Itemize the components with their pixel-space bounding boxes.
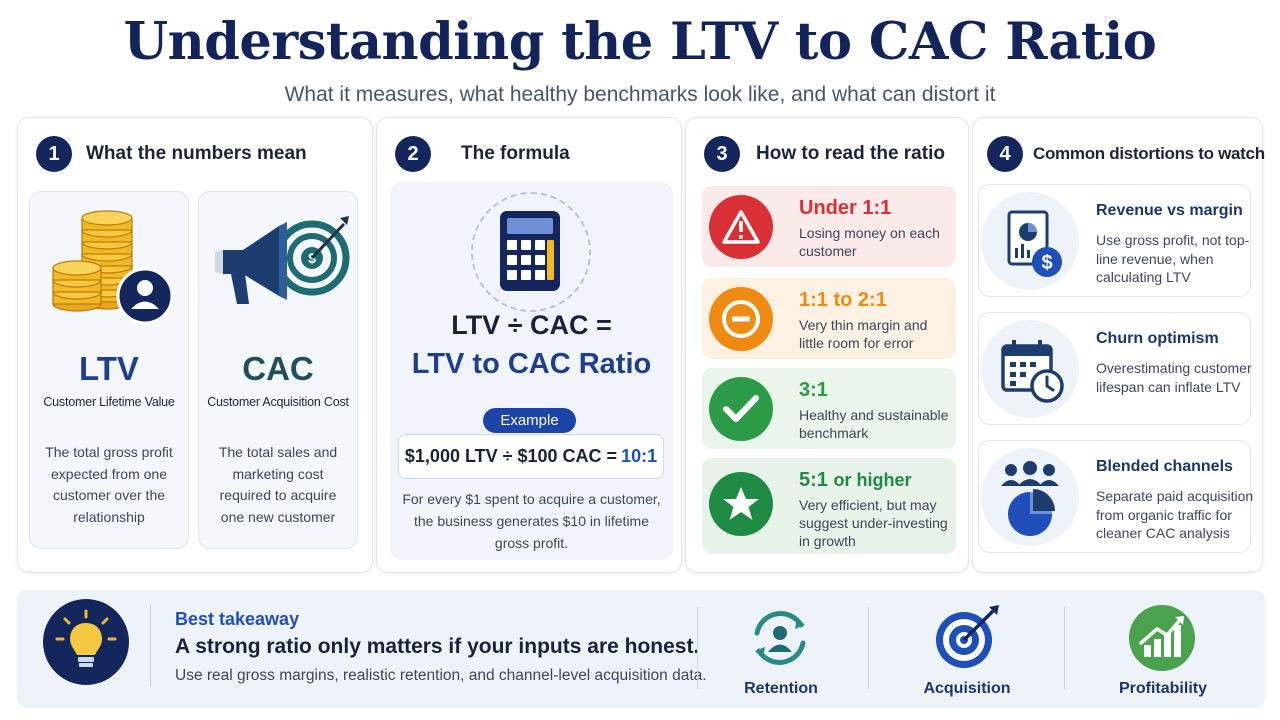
ratio-suffix: or higher bbox=[833, 470, 912, 490]
step-number-badge: 3 bbox=[704, 136, 740, 172]
step-number-badge: 2 bbox=[395, 136, 431, 172]
takeaway-headline: A strong ratio only matters if your inpu… bbox=[175, 635, 700, 658]
report-dollar-icon: $ bbox=[981, 192, 1079, 290]
cac-full-name: Customer Acquisition Cost bbox=[207, 395, 349, 409]
star-icon bbox=[709, 472, 773, 536]
lightbulb-icon bbox=[43, 599, 129, 685]
panel-header: 3 How to read the ratio bbox=[704, 136, 960, 172]
calendar-clock-icon bbox=[981, 320, 1079, 418]
cac-card: $ CAC Customer Acquisition Cost The tota… bbox=[198, 191, 358, 549]
ltv-card: LTV Customer Lifetime Value The total gr… bbox=[29, 191, 189, 549]
people-pie-chart-icon bbox=[981, 448, 1079, 546]
ltv-full-name: Customer Lifetime Value bbox=[43, 395, 175, 409]
ratio-description: Very thin margin and little room for err… bbox=[799, 317, 928, 351]
ratio-label: 3:1 bbox=[799, 379, 828, 401]
distortion-description: Overestimating customer lifespan can inf… bbox=[1096, 360, 1252, 395]
formula-description: For every $1 spent to acquire a customer… bbox=[402, 491, 661, 551]
formula-expression: LTV ÷ CAC = bbox=[451, 310, 612, 340]
formula-result: LTV to CAC Ratio bbox=[411, 348, 652, 380]
acquisition-target-icon bbox=[936, 605, 999, 668]
formula-box: LTV ÷ CAC = LTV to CAC Ratio Example $1,… bbox=[390, 182, 673, 560]
feature-acquisition: Acquisition bbox=[882, 600, 1052, 700]
feature-profitability: Profitability bbox=[1078, 600, 1248, 700]
panel-title: How to read the ratio bbox=[756, 143, 945, 164]
panel-header: 4 Common distortions to watch bbox=[987, 136, 1265, 172]
cac-description: The total sales and marketing cost requi… bbox=[218, 444, 338, 525]
warning-icon bbox=[709, 195, 773, 259]
ratio-description: Healthy and sustainable benchmark bbox=[799, 407, 949, 441]
ratio-card-1-to-2: 1:1 to 2:1 Very thin margin and little r… bbox=[702, 278, 956, 359]
ltv-term: LTV bbox=[79, 350, 139, 387]
ratio-label: Under 1:1 bbox=[799, 197, 892, 219]
svg-text:$: $ bbox=[1041, 252, 1052, 274]
megaphone-target-icon: $ bbox=[215, 216, 350, 304]
ratio-value: 5:1 bbox=[799, 469, 828, 491]
divider bbox=[1064, 607, 1065, 689]
step-number-badge: 1 bbox=[36, 136, 72, 172]
panel-read-ratio: 3 How to read the ratio Under 1:1 Losing… bbox=[685, 117, 969, 573]
growth-chart-icon bbox=[1129, 605, 1195, 671]
distortion-description: Separate paid acquisition from organic t… bbox=[1096, 488, 1254, 541]
distortion-title: Blended channels bbox=[1096, 458, 1233, 475]
panel-numbers: 1 What the numbers mean LTV Customer Lif… bbox=[17, 117, 373, 573]
divider bbox=[697, 607, 698, 689]
ratio-label: 5:1 or higher bbox=[799, 469, 911, 492]
distortion-card: $ Revenue vs margin Use gross profit, no… bbox=[978, 184, 1251, 297]
calculator-icon bbox=[500, 211, 560, 291]
panel-header: 1 What the numbers mean bbox=[36, 136, 364, 172]
feature-label: Acquisition bbox=[923, 680, 1011, 697]
minus-circle-icon bbox=[709, 287, 773, 351]
distortion-card: Churn optimism Overestimating customer l… bbox=[978, 312, 1252, 425]
takeaway-bar: Best takeaway A strong ratio only matter… bbox=[17, 590, 1265, 708]
takeaway-label: Best takeaway bbox=[175, 609, 300, 629]
retention-icon bbox=[754, 611, 806, 665]
ratio-description: Very efficient, but may suggest under-in… bbox=[799, 497, 948, 549]
example-calculation: $1,000 LTV ÷ $100 CAC = 10:1 bbox=[398, 434, 664, 479]
distortion-description: Use gross profit, not top-line revenue, … bbox=[1096, 232, 1250, 285]
ratio-card-5-plus: 5:1 or higher Very efficient, but may su… bbox=[702, 458, 956, 554]
ratio-card-3-to-1: 3:1 Healthy and sustainable benchmark bbox=[702, 368, 956, 449]
footer-divider bbox=[150, 605, 151, 687]
distortion-title: Revenue vs margin bbox=[1096, 202, 1243, 219]
feature-retention: Retention bbox=[696, 600, 866, 700]
page-subtitle: What it measures, what healthy benchmark… bbox=[284, 83, 996, 106]
takeaway-description: Use real gross margins, realistic retent… bbox=[175, 667, 707, 684]
example-result: 10:1 bbox=[621, 446, 658, 466]
ratio-label: 1:1 to 2:1 bbox=[799, 289, 887, 311]
ratio-description: Losing money on each customer bbox=[799, 225, 940, 259]
feature-label: Retention bbox=[744, 680, 818, 697]
feature-label: Profitability bbox=[1118, 680, 1207, 697]
panel-distortions: 4 Common distortions to watch $ Revenue … bbox=[972, 117, 1265, 573]
step-number-badge: 4 bbox=[987, 136, 1023, 172]
panel-title: The formula bbox=[461, 143, 570, 164]
panel-formula: 2 The formula LTV ÷ CAC = LTV to CAC Rat… bbox=[376, 117, 682, 573]
panel-title: Common distortions to watch bbox=[1033, 144, 1265, 163]
cac-term: CAC bbox=[242, 350, 314, 387]
panel-header: 2 The formula bbox=[395, 136, 673, 172]
coins-customer-icon bbox=[52, 210, 173, 324]
calculator-ring bbox=[471, 192, 591, 312]
example-expression: $1,000 LTV ÷ $100 CAC = bbox=[404, 446, 618, 466]
divider bbox=[868, 607, 869, 689]
example-badge: Example bbox=[483, 408, 576, 433]
panel-title: What the numbers mean bbox=[86, 143, 307, 164]
page-title: Understanding the LTV to CAC Ratio bbox=[123, 12, 1157, 72]
distortion-title: Churn optimism bbox=[1096, 330, 1219, 347]
check-icon bbox=[709, 377, 773, 441]
ratio-card-under-1: Under 1:1 Losing money on each customer bbox=[702, 186, 956, 267]
ltv-description: The total gross profit expected from one… bbox=[45, 444, 173, 525]
distortion-card: Blended channels Separate paid acquisiti… bbox=[978, 440, 1253, 553]
